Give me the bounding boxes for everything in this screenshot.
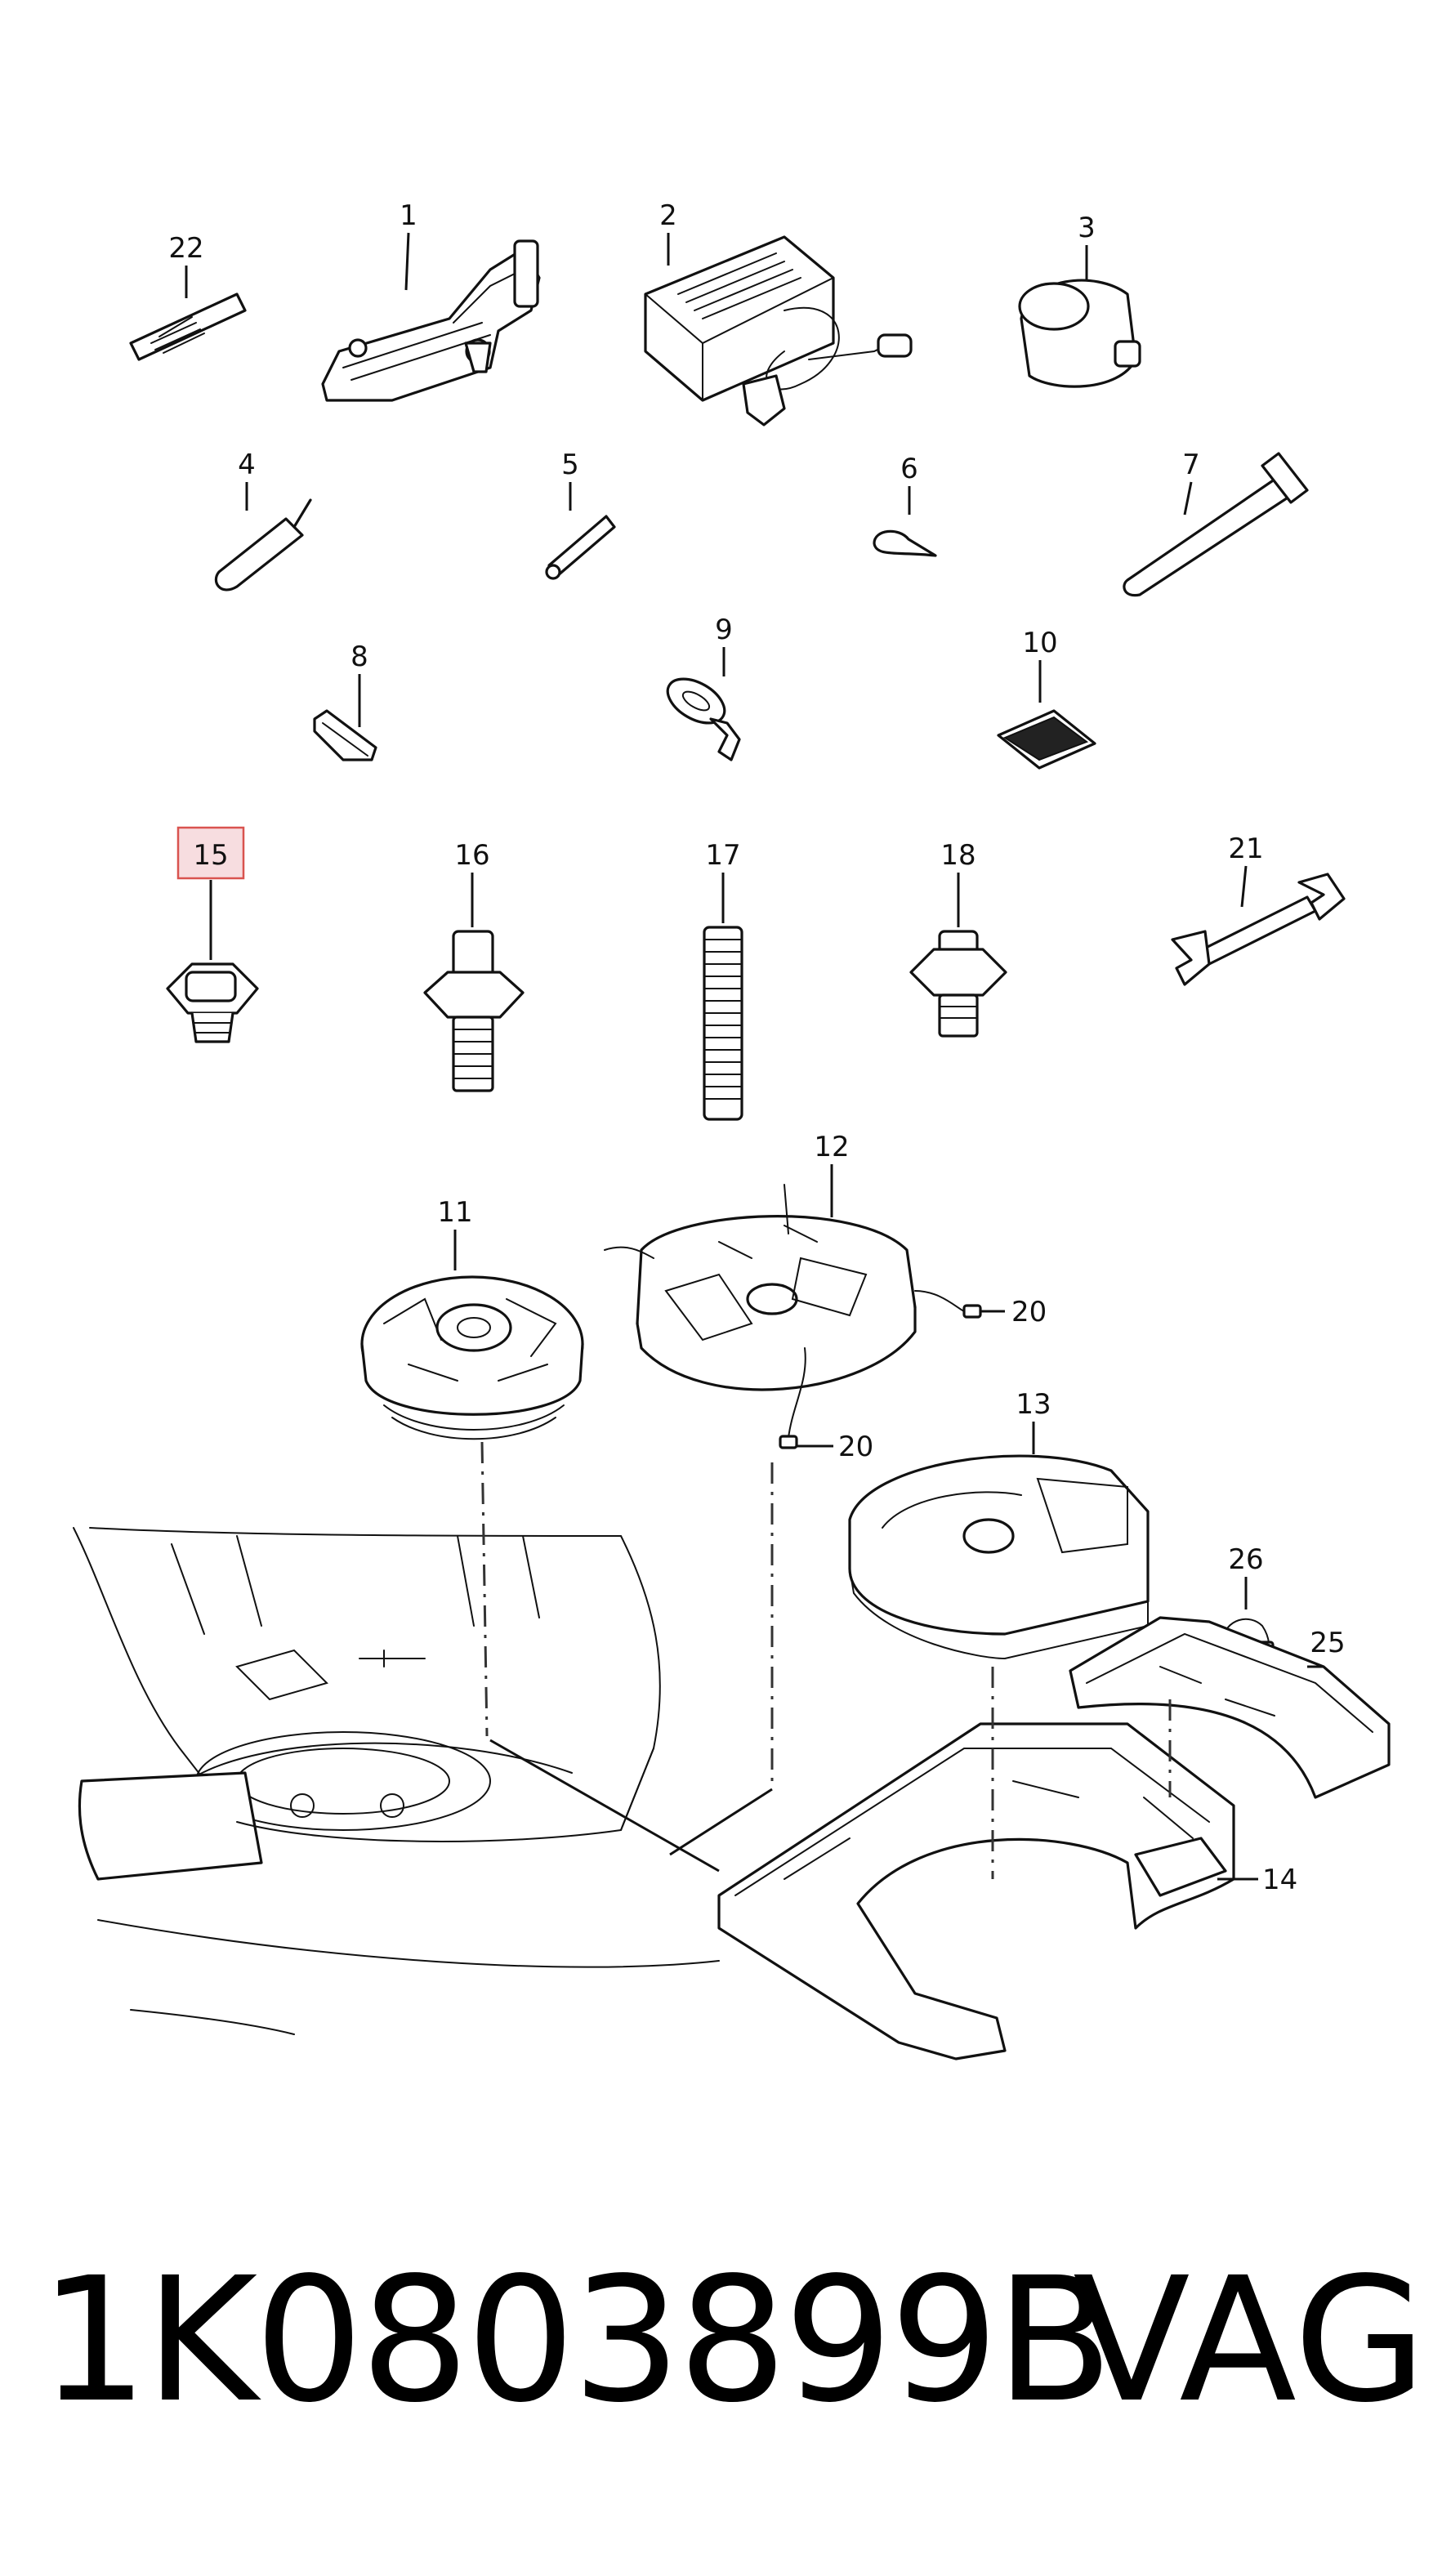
callout-6: 6 [900, 453, 918, 485]
callout-9: 9 [715, 614, 733, 646]
callout-5: 5 [561, 449, 579, 481]
callout-16: 16 [454, 839, 489, 872]
part-16-wing-nut-spindle [423, 873, 525, 1092]
part-15-wing-nut-short [166, 880, 259, 1043]
part-3-sealant-bottle [1018, 245, 1141, 388]
callout-12: 12 [814, 1131, 849, 1163]
callout-15-highlight [176, 826, 245, 880]
part-21-spanner [1171, 865, 1346, 986]
part-5-towing-pin [545, 482, 616, 580]
part-number: 1K0803899B [39, 2240, 1114, 2440]
brand-name: VAG [1073, 2240, 1426, 2440]
part-17-threaded-bolt [703, 873, 743, 1121]
callout-8: 8 [350, 641, 368, 673]
callout-20-lower: 20 [838, 1431, 873, 1463]
part-1-car-jack [321, 232, 541, 402]
callout-10: 10 [1022, 627, 1057, 659]
callout-3: 3 [1078, 212, 1096, 244]
parts-diagram: 22 1 2 3 4 [73, 199, 1391, 2060]
part-12-foam-tray [604, 1164, 982, 1449]
callout-20-upper: 20 [1011, 1296, 1047, 1328]
part-4-screwdriver [214, 482, 312, 592]
callout-21: 21 [1228, 833, 1263, 865]
callout-15: 15 [193, 839, 228, 872]
footer: 1K0803899B VAG [0, 2255, 1451, 2467]
callout-1: 1 [400, 199, 417, 232]
part-6-spring-clip [873, 486, 937, 557]
part-13-spare-wheel-tray [848, 1422, 1150, 1660]
part-11-round-insert [360, 1230, 584, 1440]
part-8-bracket [313, 674, 377, 761]
callout-18: 18 [940, 839, 976, 872]
part-10-pad [997, 660, 1096, 770]
assembly-lines [480, 1441, 1172, 1879]
part-25-side-tray [1069, 1616, 1391, 1799]
callout-14: 14 [1262, 1864, 1297, 1896]
part-14-floor-tray [717, 1722, 1258, 2060]
callout-25: 25 [1310, 1627, 1345, 1659]
callout-13: 13 [1016, 1388, 1051, 1421]
callout-26: 26 [1228, 1543, 1263, 1576]
callout-22: 22 [168, 232, 203, 265]
part-9-towing-eye [666, 647, 741, 761]
callout-4: 4 [238, 449, 256, 481]
callout-2: 2 [659, 199, 677, 232]
part-7-wheel-wrench [1123, 452, 1309, 597]
callout-17: 17 [705, 839, 740, 872]
callout-11: 11 [437, 1196, 472, 1229]
part-22-label-sticker [129, 266, 247, 361]
callout-7: 7 [1182, 449, 1200, 481]
car-rear-trunk [73, 1527, 720, 2035]
part-18-wing-nut-medium [909, 873, 1007, 1038]
part-2-tyre-compressor [644, 233, 913, 426]
